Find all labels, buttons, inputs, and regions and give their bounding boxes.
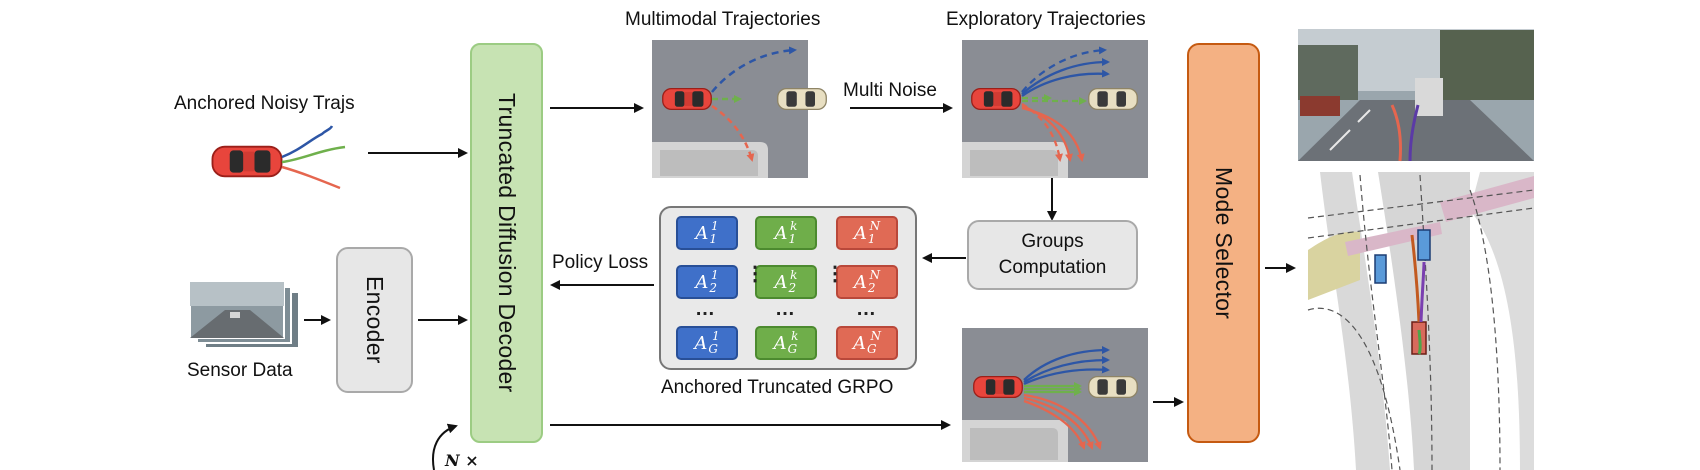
groups-computation-line1: Groups	[1021, 231, 1084, 252]
anchored-noisy-trajs-label: Anchored Noisy Trajs	[174, 93, 355, 114]
column-ellipsis-right: ⋮	[825, 263, 845, 285]
mode-selector-label: Mode Selector	[1211, 166, 1237, 320]
truncated-diffusion-decoder-block: Truncated Diffusion Decoder	[470, 43, 543, 443]
sensor-data-image	[189, 281, 300, 349]
exploratory-trajectories-label: Exploratory Trajectories	[946, 9, 1146, 30]
noisy-trajs-illustration	[211, 125, 346, 190]
exploratory-scene	[962, 40, 1148, 178]
flow-arrows	[304, 103, 1296, 470]
encoder-block: Encoder	[336, 247, 413, 393]
iteration-count-label: N ×	[445, 451, 479, 470]
camera-view-image	[1298, 29, 1534, 162]
multi-noise-label: Multi Noise	[843, 80, 937, 101]
multimodal-trajectories-label: Multimodal Trajectories	[625, 9, 821, 30]
encoder-label: Encoder	[362, 276, 388, 364]
sensor-data-label: Sensor Data	[187, 360, 293, 381]
groups-computation-line2: Computation	[998, 257, 1107, 278]
decoder-label: Truncated Diffusion Decoder	[494, 93, 520, 393]
row-ellipsis-k: …	[775, 298, 796, 320]
mode-selector-block: Mode Selector	[1187, 43, 1260, 443]
output-scene	[962, 328, 1148, 462]
bev-map-image	[1307, 172, 1535, 470]
row-ellipsis-n: …	[856, 298, 877, 320]
policy-loss-label: Policy Loss	[552, 252, 649, 273]
multimodal-scene	[652, 40, 827, 178]
row-ellipsis-1: …	[695, 298, 716, 320]
column-ellipsis-left: ⋮	[745, 263, 765, 285]
groups-computation-block: Groups Computation	[967, 220, 1138, 290]
anchored-truncated-grpo-label: Anchored Truncated GRPO	[661, 377, 894, 398]
